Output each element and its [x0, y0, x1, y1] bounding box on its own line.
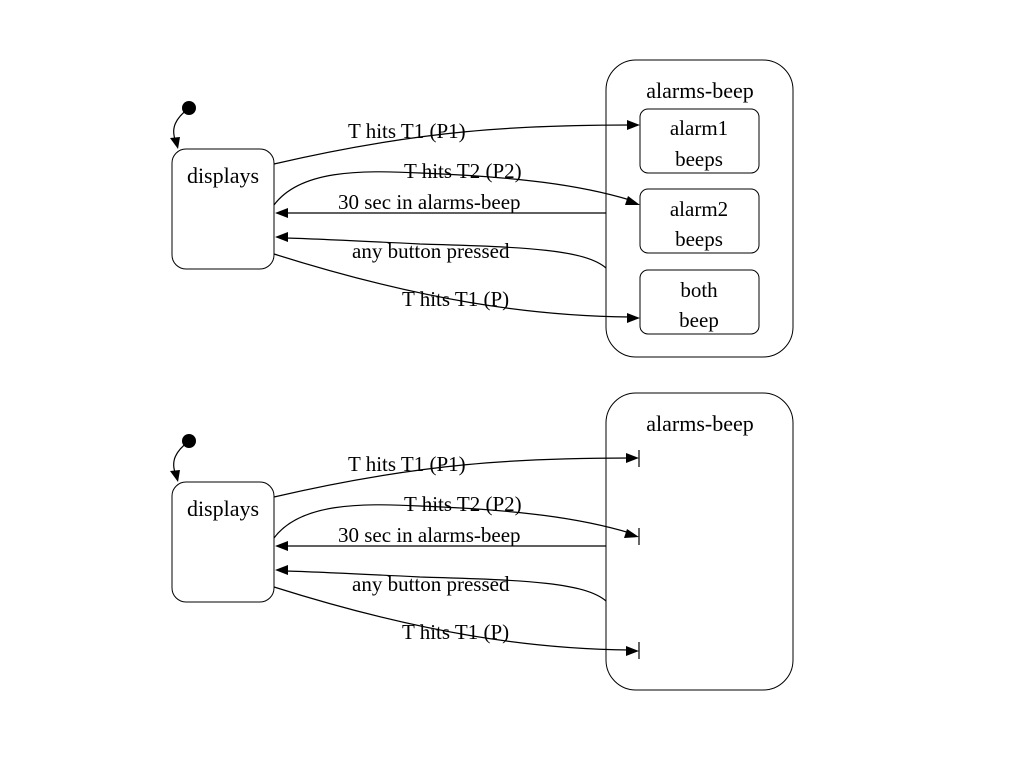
transition-30sec-arrowhead: [275, 541, 288, 551]
state-displays-label: displays: [187, 163, 259, 188]
state-alarms-beep-label: alarms-beep: [646, 78, 754, 103]
transition-t1-p-label: T hits T1 (P): [402, 287, 509, 311]
transition-t1-p1-label: T hits T1 (P1): [348, 452, 466, 476]
transition-t1-p1-arrowhead: [627, 120, 640, 130]
transition-30sec-label: 30 sec in alarms-beep: [338, 190, 521, 214]
transition-t2-p2: [273, 171, 631, 206]
state-displays-label: displays: [187, 496, 259, 521]
transition-any-button-arrowhead: [275, 565, 288, 575]
substate-both-line2: beep: [679, 308, 719, 332]
initial-transition-arrowhead: [170, 137, 180, 149]
transition-any-button-label: any button pressed: [352, 572, 510, 596]
diagram-top: displays alarms-beep alarm1 beeps alarm2…: [170, 59, 794, 358]
transition-t2-p2-arrowhead: [624, 529, 639, 538]
transition-t2-p2: [273, 504, 631, 539]
transition-30sec-arrowhead: [275, 208, 288, 218]
state-displays: [171, 148, 275, 270]
substate-alarm2-line2: beeps: [675, 227, 723, 251]
state-displays: [171, 481, 275, 603]
transition-30sec-label: 30 sec in alarms-beep: [338, 523, 521, 547]
transition-any-button: [285, 237, 607, 269]
transition-t1-p1-label: T hits T1 (P1): [348, 119, 466, 143]
substate-both-line1: both: [680, 278, 718, 302]
transition-t2-p2-label: T hits T2 (P2): [404, 492, 522, 516]
transition-any-button-label: any button pressed: [352, 239, 510, 263]
transition-t2-p2-label: T hits T2 (P2): [404, 159, 522, 183]
state-alarms-beep: [605, 392, 794, 691]
transition-t1-p1: [273, 124, 631, 165]
transition-t1-p: [273, 253, 631, 318]
transition-t2-p2-arrowhead: [625, 196, 640, 205]
substate-alarm2-beeps: [639, 188, 760, 254]
transition-any-button-arrowhead: [275, 232, 288, 242]
transition-t1-p-arrowhead: [627, 313, 640, 323]
substate-alarm1-line1: alarm1: [670, 116, 728, 140]
transition-t1-p1: [273, 457, 631, 498]
transition-t1-p-arrowhead: [626, 646, 639, 656]
diagram-bottom: displays alarms-beep T hits T1 (P1) T hi…: [170, 392, 794, 691]
transition-any-button: [285, 570, 607, 602]
substate-alarm1-line2: beeps: [675, 147, 723, 171]
transition-t1-p1-arrowhead: [626, 453, 639, 463]
substate-alarm2-line1: alarm2: [670, 197, 728, 221]
substate-both-beep: [639, 269, 760, 335]
substate-alarm1-beeps: [639, 108, 760, 174]
transition-t1-p-label: T hits T1 (P): [402, 620, 509, 644]
transition-t1-p: [273, 586, 631, 651]
state-alarms-beep-label: alarms-beep: [646, 411, 754, 436]
initial-transition-arrowhead: [170, 470, 180, 482]
